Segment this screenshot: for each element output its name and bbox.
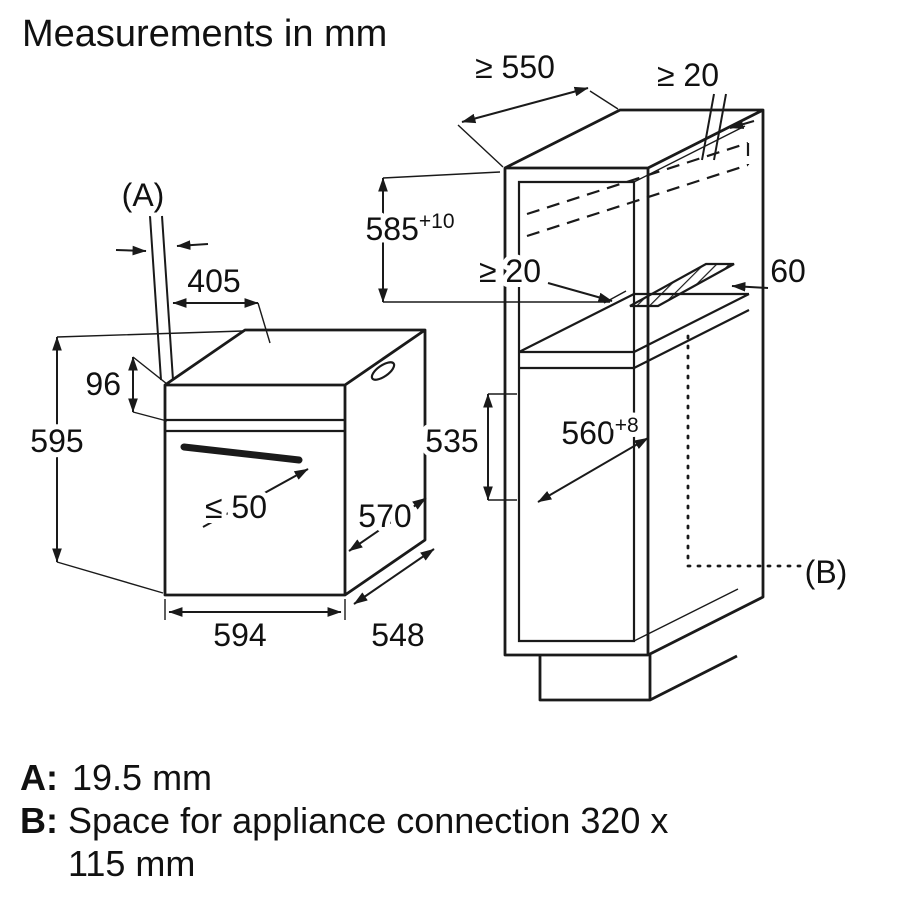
- cabinet-label-b: (B): [805, 554, 848, 590]
- niche-height-label: 585+10: [365, 210, 454, 247]
- niche-depth-tolerance: +8: [615, 414, 639, 437]
- dim-vent-width: 60: [731, 248, 811, 294]
- vent-cutout-hatch: [629, 262, 735, 308]
- cabinet-inner-depth-lines: [633, 125, 746, 642]
- legend-b-value-line2: 115 mm: [68, 843, 195, 884]
- dim-top-rear-gap: ≥ 20: [652, 52, 755, 161]
- oven-handle-clearance-label: ≤ 50: [205, 489, 267, 525]
- oven-depth-label: 548: [371, 617, 424, 653]
- oven-panel-height-label: 96: [85, 366, 121, 402]
- dim-A: (A): [115, 172, 209, 381]
- cabinet-hidden-edges: [526, 141, 750, 238]
- oven-door-handle: [180, 443, 303, 464]
- oven-drawing: (A) 405 96 595 ≤ 50 570: [25, 172, 435, 658]
- dim-top-depth: 405: [172, 258, 271, 344]
- rear-vent-gap-label: ≥ 20: [479, 253, 541, 289]
- connection-space-outline: [686, 334, 804, 568]
- legend-a-key: A:: [20, 757, 58, 798]
- oven-side-grip-cutout: [370, 361, 396, 381]
- niche-depth-value: 560: [561, 415, 614, 451]
- oven-label-a: (A): [122, 177, 165, 213]
- compartment-height-label: 535: [425, 423, 478, 459]
- dim-handle-clearance: ≤ 50: [200, 468, 309, 530]
- legend-b-key: B:: [20, 800, 58, 841]
- dim-niche-height: 585+10: [360, 171, 610, 303]
- dim-height: 595: [25, 330, 244, 594]
- dim-depth-with-door: 570: [348, 493, 427, 552]
- vent-width-label: 60: [770, 253, 806, 289]
- dim-rear-vent-gap: ≥ 20: [474, 248, 627, 304]
- niche-height-value: 585: [365, 211, 418, 247]
- cabinet-depth-label: ≥ 550: [475, 49, 555, 85]
- page-title: Measurements in mm: [22, 13, 387, 55]
- dim-width: 594: [164, 599, 346, 658]
- dim-cabinet-depth: ≥ 550: [457, 44, 619, 168]
- oven-height-label: 595: [30, 423, 83, 459]
- dim-depth: 548: [353, 548, 435, 658]
- dim-niche-depth: 560+8: [537, 409, 649, 503]
- dim-panel-height: 96: [80, 356, 168, 422]
- oven-depth-door-label: 570: [358, 498, 411, 534]
- oven-width-label: 594: [213, 617, 266, 653]
- legend-a-value: 19.5 mm: [72, 757, 212, 798]
- niche-depth-label: 560+8: [561, 414, 638, 451]
- dim-compartment-height: 535: [420, 393, 517, 501]
- legend-b-value-line1: Space for appliance connection 320 x: [68, 800, 668, 841]
- cabinet-plinth: [538, 654, 738, 702]
- cabinet-front-opening: [517, 180, 636, 643]
- top-rear-gap-label: ≥ 20: [657, 57, 719, 93]
- cabinet-drawing: ≥ 550 ≥ 20 585+10 ≥ 20 60 5: [360, 44, 852, 702]
- cabinet-shelf: [518, 292, 750, 370]
- oven-control-panel-lines: [165, 418, 345, 433]
- oven-top-depth-label: 405: [187, 263, 240, 299]
- legend: A: 19.5 mm B: Space for appliance connec…: [20, 757, 668, 884]
- niche-height-tolerance: +10: [419, 210, 455, 233]
